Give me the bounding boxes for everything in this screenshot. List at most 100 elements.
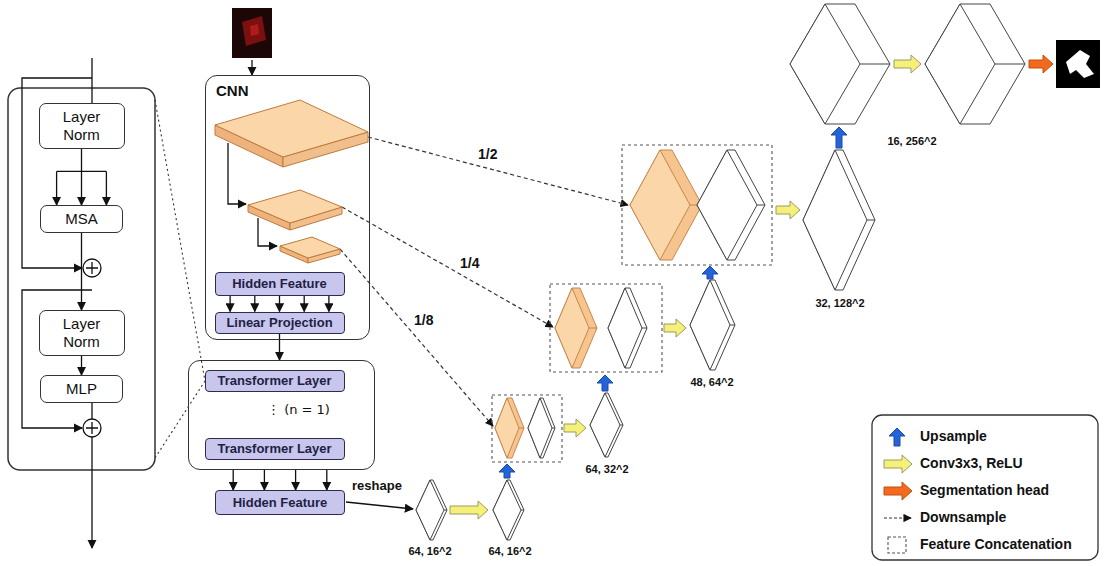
connector — [279, 334, 280, 361]
slab-top — [248, 190, 342, 223]
conv-arrow — [776, 201, 800, 219]
feature-map — [416, 480, 447, 540]
skip-connection — [342, 207, 553, 327]
group-title: ⋮ (n = 1) — [267, 402, 330, 417]
add-symbol-cross — [86, 422, 98, 434]
add-symbol — [83, 259, 101, 277]
legend-frame — [872, 415, 1098, 560]
feature-map-outline — [630, 150, 702, 260]
feature-map — [690, 280, 735, 370]
concat-frame — [492, 395, 562, 462]
feature-map-edge — [867, 220, 875, 221]
feature-map-face — [493, 480, 521, 540]
reshape-arrow — [346, 502, 413, 509]
feature-map-edge — [589, 328, 597, 329]
zoom-leader — [155, 100, 205, 381]
legend-text: Upsample — [920, 428, 987, 445]
legend-text: Conv3x3, ReLU — [920, 455, 1023, 472]
skip-feature-map — [630, 150, 702, 260]
connector-segment — [233, 470, 234, 490]
feature-map-face — [528, 398, 552, 458]
layer-detail-panel — [8, 88, 155, 470]
feature-map — [493, 480, 524, 540]
feature-box: Hidden Feature — [215, 272, 345, 296]
group-box: CNNHidden FeatureLinear Projection — [205, 75, 370, 340]
slab-top — [280, 237, 340, 258]
scale-label: 1/2 — [478, 146, 497, 162]
dimension-label: 32, 128^2 — [815, 297, 864, 309]
feature-map-outline — [790, 4, 890, 124]
feature-map — [790, 4, 890, 124]
node-label: Transformer Layer — [217, 373, 331, 388]
connector-segment — [106, 171, 107, 205]
conv-arrow — [564, 419, 586, 437]
feature-map-outline — [493, 480, 524, 540]
feature-map-edge — [620, 425, 623, 426]
upsample-arrow — [597, 375, 613, 391]
connector-segment — [229, 296, 230, 312]
feature-map-edge — [730, 325, 735, 326]
feature-map-edge — [860, 64, 890, 65]
feature-box: Hidden Feature — [215, 490, 345, 515]
connector-segment — [81, 171, 82, 205]
connector — [57, 149, 107, 205]
feature-map-face — [690, 280, 730, 370]
add-symbol — [83, 419, 101, 437]
cnn-feature-slab — [215, 100, 368, 167]
legend-segmentation-icon — [884, 482, 912, 500]
feature-map-outline — [697, 150, 765, 260]
feature-map-outline — [555, 288, 597, 368]
feature-map-outline — [528, 398, 555, 458]
add-symbol-cross — [86, 262, 98, 274]
conv-arrow — [450, 501, 488, 519]
upsample-arrow — [499, 464, 515, 478]
node-label: Hidden Feature — [232, 276, 327, 291]
node-label: Linear Projection — [226, 315, 332, 330]
connector-segment — [254, 296, 255, 312]
node-label: Hidden Feature — [233, 495, 328, 510]
feature-map-edge — [642, 328, 647, 329]
dimension-label: 16, 256^2 — [887, 135, 936, 147]
input-image — [232, 8, 272, 58]
concat-frame — [622, 145, 772, 265]
dimension-label: 64, 16^2 — [488, 545, 531, 557]
feature-map — [608, 288, 647, 368]
layer-box: Layer Norm — [39, 103, 125, 149]
skip-feature-map — [555, 288, 597, 368]
feature-map — [803, 150, 875, 290]
connector-segment — [81, 356, 82, 375]
legend-text: Downsample — [920, 509, 1006, 526]
connector-segment — [326, 470, 327, 490]
input-wire — [91, 58, 92, 103]
connector — [230, 296, 329, 312]
feature-map-face — [803, 150, 867, 290]
feature-map-face — [555, 288, 589, 368]
dimension-label: 48, 64^2 — [690, 376, 733, 388]
skip-connection — [368, 137, 628, 205]
operation-label: reshape — [352, 478, 402, 493]
feature-map-edge — [519, 428, 524, 429]
feature-map-face — [495, 398, 519, 458]
node-label: Transformer Layer — [217, 441, 331, 456]
feature-map-outline — [803, 150, 875, 290]
concat-frame — [550, 284, 662, 372]
legend-downsample-icon — [884, 517, 911, 518]
feature-map — [697, 150, 765, 260]
feature-map-face — [697, 150, 757, 260]
feature-map-face — [608, 288, 642, 368]
feature-map-face — [416, 480, 444, 540]
connector — [81, 233, 82, 310]
cnn-feature-slab — [280, 237, 340, 263]
legend-concat-icon — [888, 537, 906, 553]
connector-segment — [56, 171, 57, 205]
feature-map-outline — [495, 398, 524, 458]
output-mask — [1056, 40, 1100, 88]
node-label: Layer Norm — [48, 108, 116, 144]
feature-map — [590, 393, 623, 457]
connector-segment — [328, 296, 329, 312]
upsample-arrow — [831, 127, 847, 148]
feature-map — [925, 4, 1025, 124]
